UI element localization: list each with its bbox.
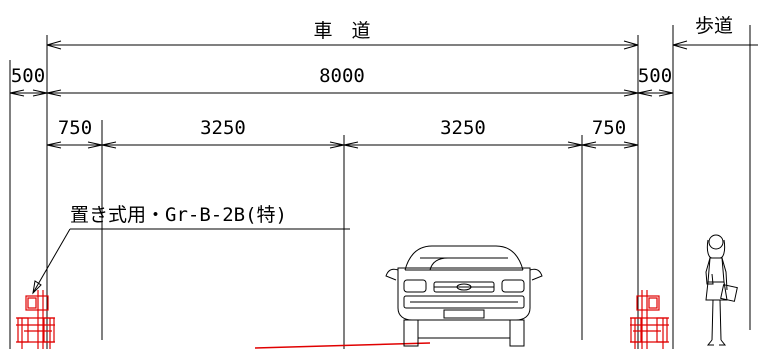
guardrail-right-icon [630, 290, 669, 349]
roadway-header: 車 道 [313, 20, 370, 42]
road-surface-line [254, 342, 431, 349]
left-shoulder-width: 500 [11, 65, 45, 87]
roadway-total-width: 8000 [319, 65, 365, 87]
sidewalk-header-dimension: 歩道 [672, 15, 758, 50]
right-shoulder-width: 500 [638, 65, 672, 87]
extension-lines [9, 25, 751, 349]
left-margin-width: 750 [58, 117, 92, 139]
sidewalk-header: 歩道 [695, 15, 733, 37]
guardrail-annotation: 置き式用・Gr-B-2B(特) [32, 204, 350, 295]
overall-width-dimension: 500 8000 500 [9, 65, 674, 97]
pedestrian-icon [705, 234, 738, 346]
guardrail-label: 置き式用・Gr-B-2B(特) [70, 204, 287, 226]
lane-width-dimension: 750 3250 3250 750 [46, 117, 639, 149]
guardrail-icon [16, 290, 55, 349]
right-lane-width: 3250 [440, 117, 486, 139]
roadway-header-dimension: 車 道 [46, 20, 639, 50]
car-front-icon [385, 245, 543, 347]
left-lane-width: 3250 [200, 117, 246, 139]
right-margin-width: 750 [592, 117, 626, 139]
